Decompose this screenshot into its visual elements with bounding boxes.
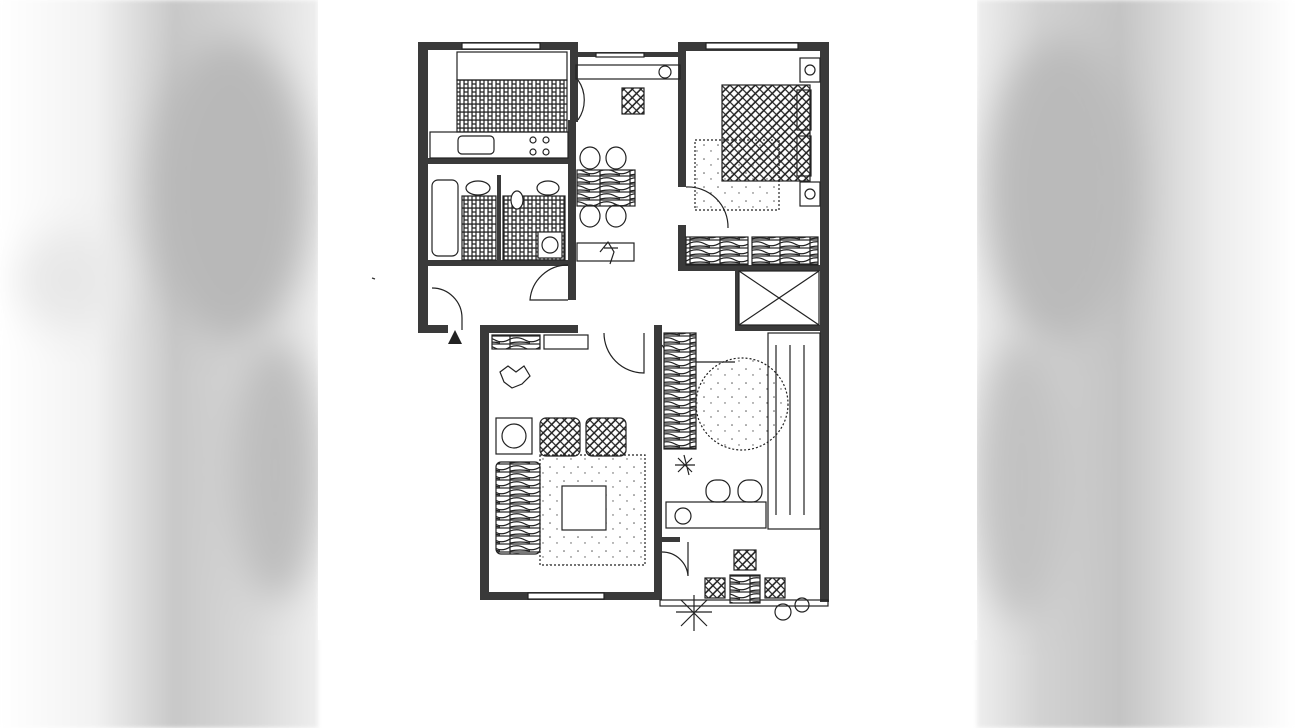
plan-detail: [541, 236, 559, 254]
pillow: [796, 135, 812, 177]
round-rug: [695, 357, 789, 451]
kitchen-tile-floor: [456, 79, 568, 133]
plan-detail: [542, 136, 550, 144]
bath-washbasin: [465, 180, 491, 196]
toilet: [510, 190, 524, 210]
plan-detail: [804, 188, 816, 200]
plant-icon: [675, 454, 695, 476]
door-living: [603, 332, 645, 374]
living-room: [491, 334, 646, 566]
wall-bedroom-left: [678, 42, 686, 187]
kitchen-counter-bottom: [429, 131, 569, 159]
wall-right: [820, 42, 829, 602]
plant-icon: [676, 595, 712, 631]
plan-detail: [529, 148, 537, 156]
chair: [579, 146, 601, 170]
door-balcony: [661, 542, 689, 577]
chair: [605, 204, 627, 228]
door-entry: [431, 287, 463, 330]
chair: [737, 479, 763, 503]
armchair: [585, 417, 627, 457]
kitchen-counter-top: [456, 51, 568, 81]
scan-mark: [371, 277, 376, 280]
window-bedroom: [705, 42, 799, 50]
balcony-chair: [733, 549, 757, 571]
wall-living-left: [480, 325, 489, 600]
wall-living-top: [480, 325, 578, 333]
wall-kitchen-right: [570, 42, 578, 122]
wall-left: [418, 42, 428, 332]
second-room: [663, 332, 821, 530]
wardrobe: [685, 236, 749, 266]
balcony: [659, 542, 829, 631]
kitchen: [429, 51, 569, 159]
windows: [461, 42, 799, 600]
radiator-hall: [575, 64, 681, 80]
window-living: [527, 592, 605, 600]
wall-hall-inner: [568, 120, 576, 300]
wall-bath-divider: [497, 175, 501, 265]
wc-washbasin: [536, 180, 560, 196]
doormat: [621, 87, 645, 115]
blurred-background-right: [977, 0, 1295, 728]
wall-room-top: [735, 325, 828, 331]
kitchen-sink: [457, 135, 495, 155]
balcony-chair: [704, 577, 726, 599]
wall-living-right: [654, 325, 662, 600]
wardrobe: [751, 236, 819, 266]
chair: [605, 146, 627, 170]
wall-bedroom-left-low: [678, 225, 686, 270]
plant-icon: [774, 597, 810, 621]
sideboard: [576, 242, 635, 262]
door-bath: [529, 264, 569, 301]
wall-kitchen-bottom: [428, 158, 568, 164]
plan-detail: [542, 148, 550, 156]
wall-bedroom-bottom: [678, 265, 828, 271]
sofa: [495, 461, 541, 555]
bath-tile-floor: [461, 195, 497, 261]
wall-entry-bottom: [418, 325, 448, 333]
bedroom: [685, 57, 821, 326]
stove-burner: [529, 136, 537, 144]
dining-table: [576, 169, 636, 207]
nightstand: [799, 57, 821, 83]
shelf: [663, 332, 697, 450]
door-bedroom: [685, 186, 729, 229]
balcony-chair: [764, 577, 786, 599]
door-kitchen: [577, 79, 585, 121]
storage-closet: [738, 270, 820, 326]
bathtub: [431, 179, 459, 257]
wall-closet-left: [735, 270, 739, 328]
window-hall: [595, 52, 645, 58]
chair: [705, 479, 731, 503]
plant-icon: [599, 240, 618, 265]
plan-detail: [501, 423, 527, 449]
daybed: [767, 332, 821, 530]
chair: [579, 204, 601, 228]
plant-icon: [499, 365, 531, 389]
pillow: [796, 89, 812, 131]
balcony-table: [729, 574, 761, 604]
plan-detail: [738, 270, 820, 326]
fan-icon: [658, 65, 672, 79]
side-table: [495, 417, 533, 455]
plan-detail: [775, 345, 805, 515]
plan-detail: [804, 64, 816, 76]
bedroom-rug: [694, 139, 780, 211]
radiator-living: [491, 334, 541, 350]
coffee-table: [561, 485, 607, 531]
wall-bath-bottom: [428, 260, 568, 266]
entrance-triangle-icon: [448, 330, 462, 344]
blurred-background-left: [0, 0, 320, 728]
window-kitchen: [461, 42, 541, 50]
radiator-living: [543, 334, 589, 350]
nightstand: [799, 181, 821, 207]
lamp: [674, 507, 692, 525]
hall-dining: [431, 64, 735, 374]
bathroom: [431, 179, 566, 261]
wall-room-bottom: [662, 537, 680, 542]
armchair: [539, 417, 581, 457]
